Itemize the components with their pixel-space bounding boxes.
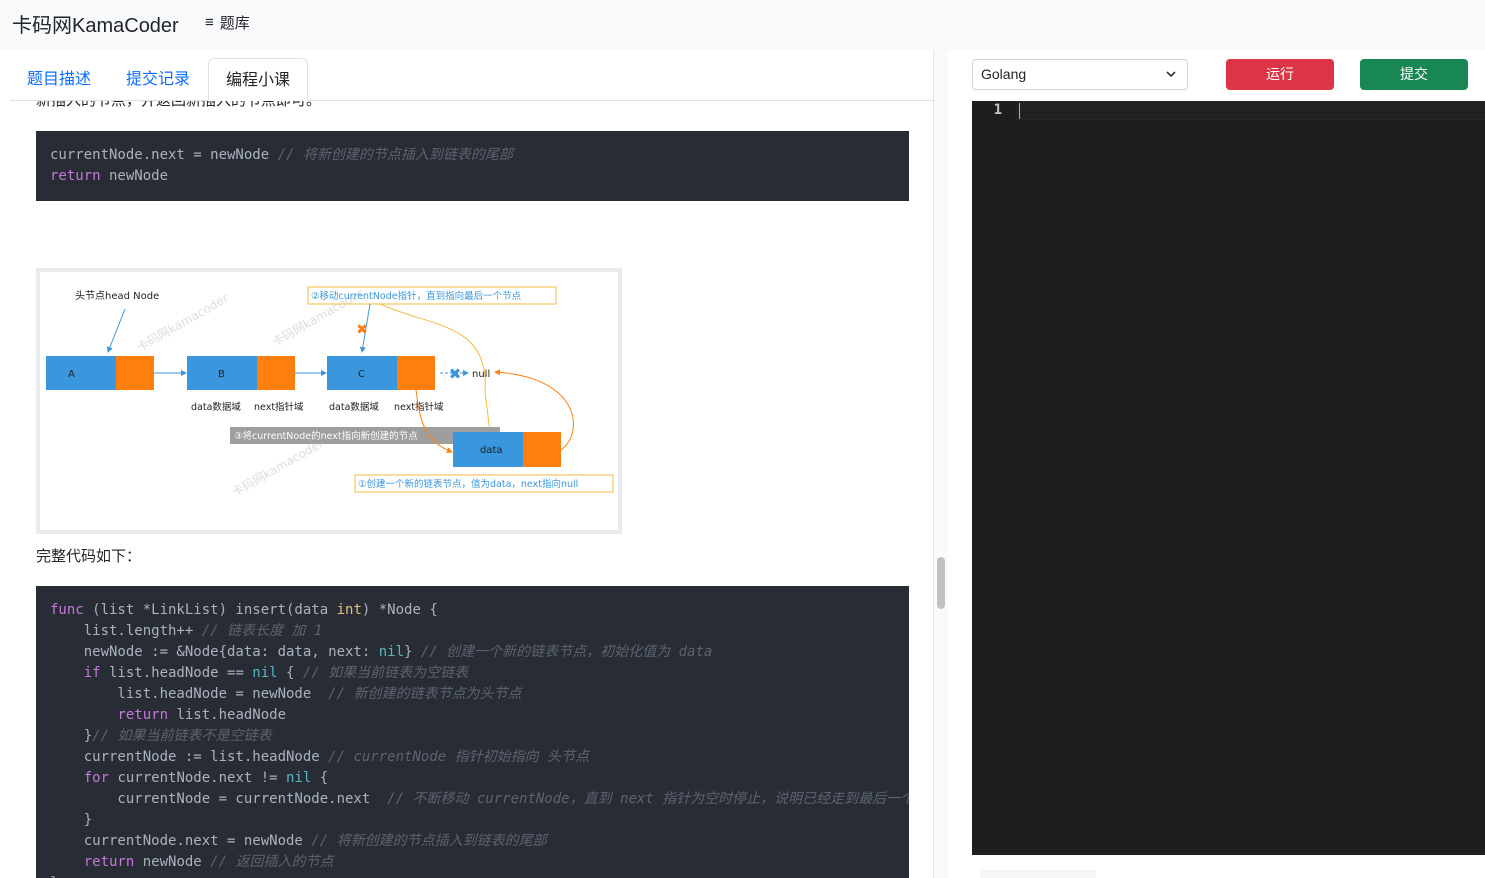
head-node-label: 头节点head Node (75, 290, 159, 302)
node-a-data (46, 356, 116, 390)
language-value: Golang (981, 66, 1027, 82)
tab-submissions[interactable]: 提交记录 (126, 71, 191, 88)
new-node-label: data (480, 445, 503, 456)
current-line-highlight (1016, 101, 1485, 120)
cross-icon: ✖ (356, 322, 368, 338)
svg-text:data数据域: data数据域 (191, 401, 241, 413)
svg-text:data数据域: data数据域 (329, 401, 379, 413)
node-b-data (187, 356, 257, 390)
code-line: list.length++ // 链表长度 加 1 (50, 623, 323, 639)
node-a-label: A (68, 369, 75, 380)
watermark: 卡码网kamacoder 卡码网kamacoder 卡码网kamacoder (135, 286, 366, 500)
panel-vertical-scrollbar[interactable] (933, 50, 948, 878)
cross-icon: ✖ (449, 365, 462, 383)
code-line: if list.headNode == nil { // 如果当前链表为空链表 (83, 665, 469, 681)
code-line: currentNode.next = newNode // 将新创建的节点插入到… (50, 833, 547, 849)
full-code-block: func (list *LinkList) insert(data int) *… (36, 586, 909, 878)
brand-logo[interactable]: 卡码网KamaCoder (12, 15, 179, 37)
node-b-next (257, 356, 295, 390)
nav-problems-label: 题库 (219, 15, 250, 32)
new-node-next (523, 432, 561, 467)
code-line: return list.headNode (117, 707, 287, 723)
editor-gutter: 1 (972, 101, 1016, 855)
code-line: return newNode // 返回插入的节点 (83, 854, 334, 870)
chevron-down-icon (1165, 60, 1177, 100)
code-snippet: currentNode.next = newNode // 将新创建的节点插入到… (36, 131, 909, 201)
new-node-data (453, 432, 523, 467)
code-text: newNode (100, 168, 169, 184)
tab-description[interactable]: 题目描述 (27, 71, 92, 88)
node-c-next (397, 356, 435, 390)
tab-lesson[interactable]: 编程小课 (208, 58, 309, 101)
code-line: currentNode = currentNode.next // 不断移动 c… (50, 791, 909, 807)
node-c-data (327, 356, 397, 390)
top-navbar: 卡码网KamaCoder ≡ 题库 (0, 0, 1485, 50)
node-a-next (116, 356, 154, 390)
step1-label: ①创建一个新的链表节点，值为data，next指向null (358, 478, 578, 490)
menu-icon: ≡ (205, 14, 214, 31)
node-c-label: C (358, 369, 365, 380)
code-line: for currentNode.next != nil { (83, 770, 329, 786)
lesson-content[interactable]: 新插入的节点，并返回新插入的节点即可。 currentNode.next = n… (12, 101, 932, 878)
tab-bar: 题目描述 提交记录 编程小课 (10, 58, 948, 101)
node-b-label: B (218, 369, 225, 380)
language-select[interactable]: Golang (972, 59, 1188, 90)
step3-label: ③将currentNode的next指向新创建的节点 (234, 430, 418, 442)
svg-text:卡码网kamacoder: 卡码网kamacoder (230, 436, 326, 500)
code-line: func (list *LinkList) insert(data int) *… (50, 602, 438, 618)
submit-button[interactable]: 提交 (1360, 59, 1468, 90)
code-editor[interactable]: 1 (972, 101, 1485, 855)
code-comment: // 将新创建的节点插入到链表的尾部 (277, 147, 513, 163)
problem-panel: 题目描述 提交记录 编程小课 新插入的节点，并返回新插入的节点即可。 curre… (0, 50, 948, 878)
code-line: }// 如果当前链表不是空链表 (50, 728, 272, 744)
run-button[interactable]: 运行 (1226, 59, 1334, 90)
code-line: } (50, 873, 895, 878)
code-line: list.headNode = newNode // 新创建的链表节点为头节点 (50, 686, 522, 702)
paragraph-text: 新插入的节点，并返回新插入的节点即可。 (36, 101, 321, 110)
linked-list-diagram: 卡码网kamacoder 卡码网kamacoder 卡码网kamacoder 头… (36, 268, 622, 534)
step2-label: ②移动currentNode指针，直到指向最后一个节点 (311, 290, 522, 302)
code-line: } (50, 812, 93, 828)
code-line: currentNode := list.headNode // currentN… (50, 749, 590, 765)
svg-text:next指针域: next指针域 (254, 401, 304, 413)
nav-problems-link[interactable]: ≡ 题库 (205, 12, 250, 33)
scrollbar-thumb[interactable] (937, 557, 945, 609)
code-line: newNode := &Node{data: data, next: nil} … (50, 644, 713, 660)
line-number: 1 (993, 102, 1002, 118)
text-cursor (1019, 103, 1020, 119)
editor-footer (980, 870, 1096, 878)
code-text: currentNode.next = newNode (50, 147, 278, 163)
code-keyword: return (50, 168, 101, 184)
full-code-intro: 完整代码如下： (36, 548, 142, 565)
null-label: null (472, 369, 490, 380)
